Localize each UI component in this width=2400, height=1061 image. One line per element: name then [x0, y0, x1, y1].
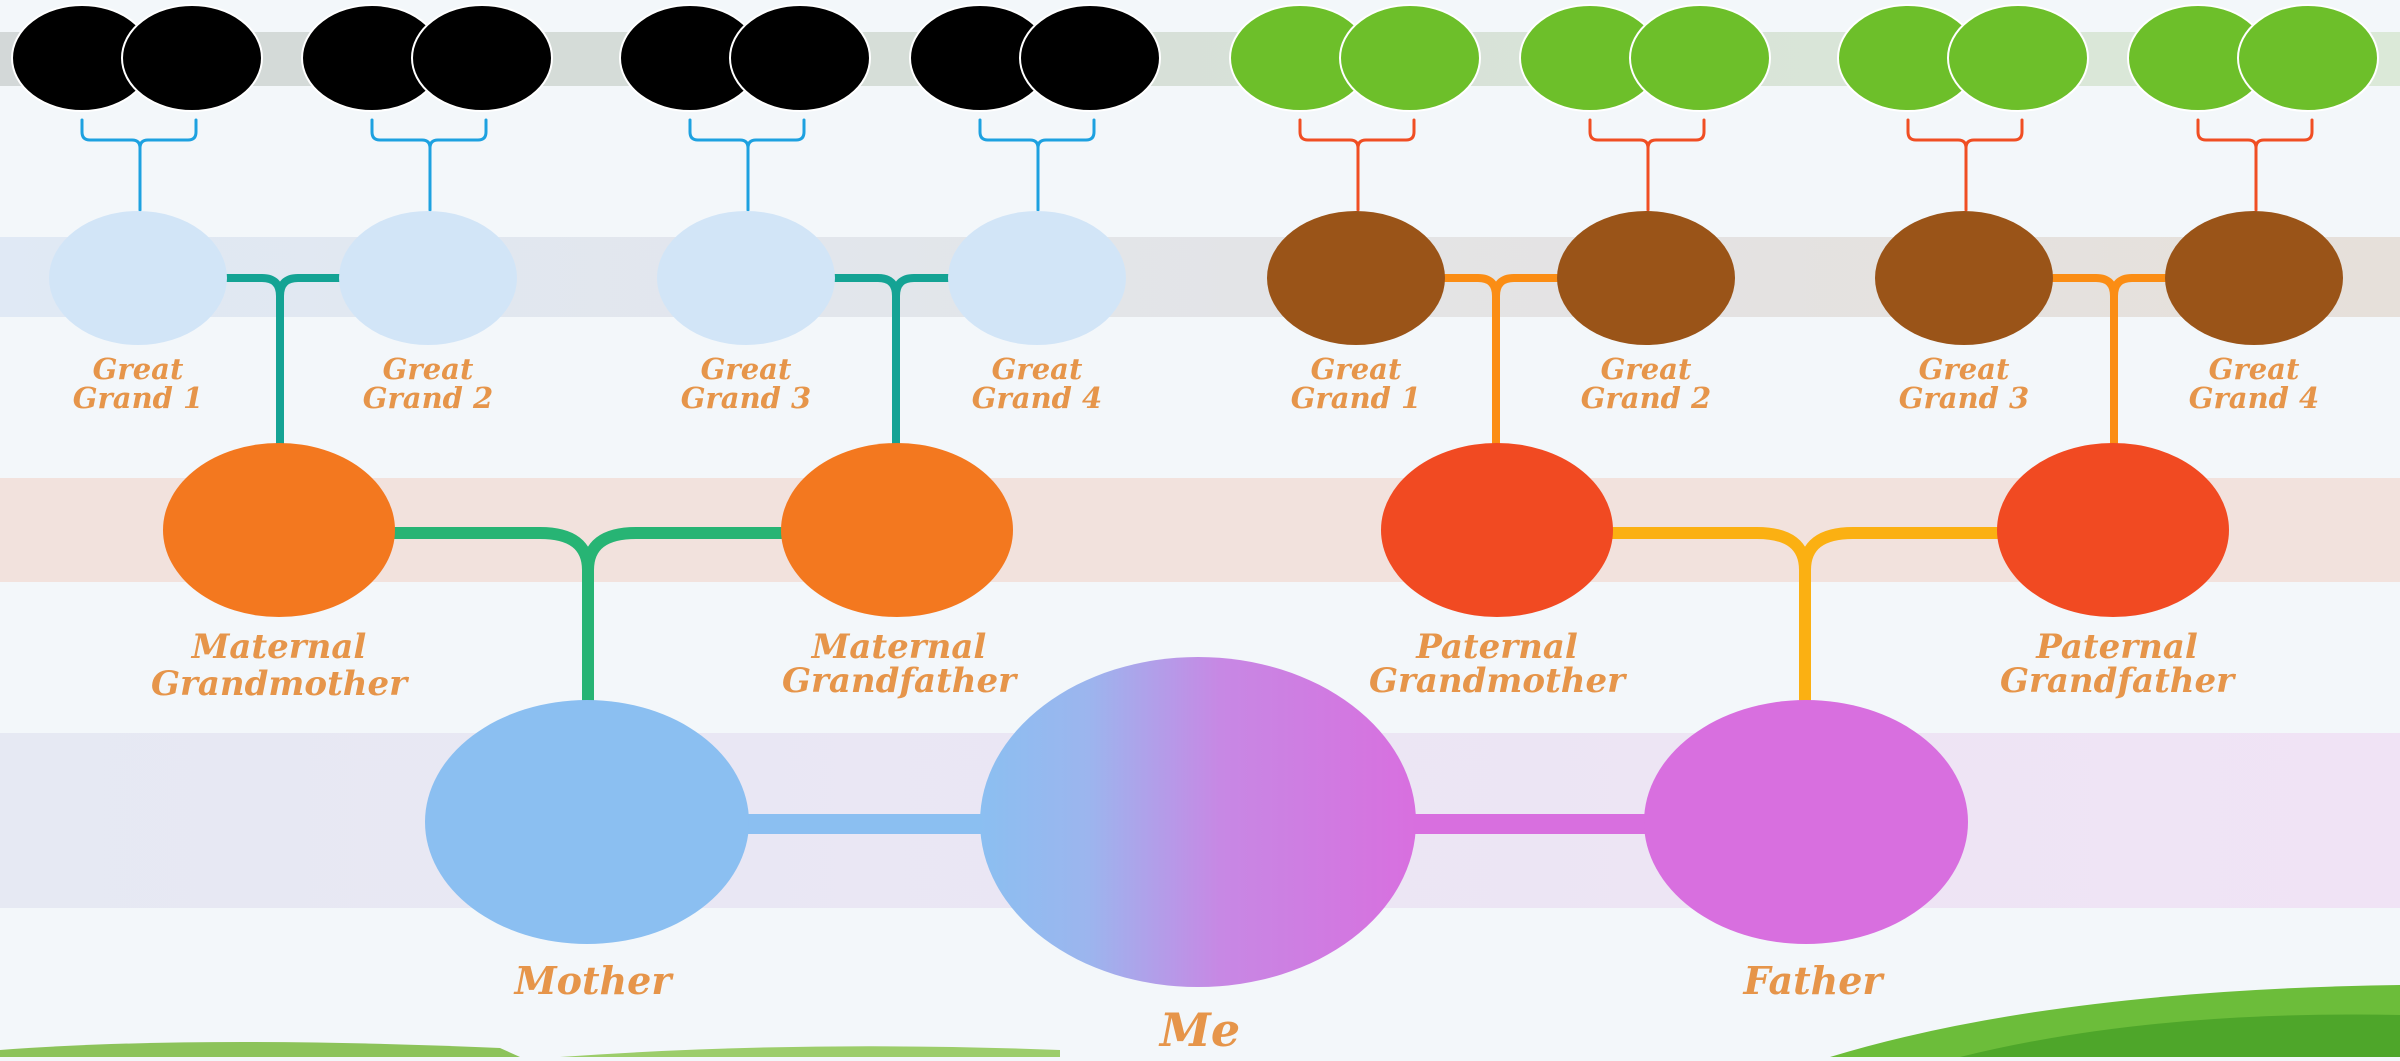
paternal-great-grand-2-node[interactable]	[1557, 211, 1735, 345]
maternal-great-grand-2-line1: Great	[382, 352, 474, 386]
maternal-great-grand-3-line2: Grand 3	[680, 381, 812, 415]
maternal-grandfather-node[interactable]	[781, 443, 1013, 617]
maternal-great-grand-3-node[interactable]	[657, 211, 835, 345]
maternal-great-grand-2-label: Great Grand 2	[328, 355, 528, 413]
paternal-grandfather-line1: Paternal	[2036, 627, 2198, 667]
paternal-grandfather-label: Paternal Grandfather	[1967, 630, 2267, 698]
paternal-ancestor-node-8[interactable]	[2237, 4, 2379, 112]
maternal-grandfather-line1: Maternal	[811, 627, 987, 667]
maternal-great-connectors	[221, 274, 954, 452]
mother-node[interactable]	[425, 700, 749, 944]
maternal-great-grand-4-line1: Great	[991, 352, 1083, 386]
paternal-grandmother-line1: Paternal	[1416, 627, 1578, 667]
me-label: Me	[1159, 1003, 1241, 1057]
maternal-great-grand-3-line1: Great	[700, 352, 792, 386]
paternal-great-grand-1-label: Great Grand 1	[1256, 355, 1456, 413]
maternal-grandmother-label: Maternal Grandmother	[129, 630, 429, 701]
maternal-ancestor-node-4[interactable]	[411, 4, 553, 112]
grass-decoration-middle	[560, 1046, 1060, 1057]
me-node[interactable]	[980, 657, 1416, 987]
maternal-ancestor-node-8[interactable]	[1019, 4, 1161, 112]
maternal-great-grand-1-node[interactable]	[49, 211, 227, 345]
paternal-great-grand-2-line2: Grand 2	[1580, 381, 1712, 415]
maternal-grandmother-node[interactable]	[163, 443, 395, 617]
paternal-grandmother-label: Paternal Grandmother	[1347, 630, 1647, 698]
paternal-ancestor-node-6[interactable]	[1947, 4, 2089, 112]
paternal-great-grand-2-line1: Great	[1600, 352, 1692, 386]
father-node[interactable]	[1644, 700, 1968, 944]
paternal-great-grand-4-line1: Great	[2208, 352, 2300, 386]
paternal-grandmother-node[interactable]	[1381, 443, 1613, 617]
paternal-great-grand-3-node[interactable]	[1875, 211, 2053, 345]
paternal-great-grand-1-line2: Grand 1	[1290, 381, 1422, 415]
paternal-grandfather-node[interactable]	[1997, 443, 2229, 617]
paternal-top-connectors	[1298, 118, 2314, 212]
paternal-great-grand-3-line1: Great	[1918, 352, 2010, 386]
paternal-great-grand-4-line2: Grand 4	[2188, 381, 2320, 415]
maternal-great-grand-1-line2: Grand 1	[72, 381, 204, 415]
maternal-great-grand-4-node[interactable]	[948, 211, 1126, 345]
mother-label: Mother	[514, 958, 672, 1003]
father-label: Father	[1743, 958, 1883, 1003]
maternal-top-connectors	[80, 118, 1096, 212]
maternal-ancestor-nodes	[11, 4, 1161, 112]
maternal-great-grand-4-label: Great Grand 4	[937, 355, 1137, 413]
father-me-connector	[1410, 814, 1660, 834]
paternal-great-grand-1-line1: Great	[1310, 352, 1402, 386]
maternal-great-grand-2-line2: Grand 2	[362, 381, 494, 415]
paternal-great-grand-4-label: Great Grand 4	[2154, 355, 2354, 413]
maternal-grandmother-line2: Grandmother	[150, 664, 408, 704]
maternal-ancestor-node-6[interactable]	[729, 4, 871, 112]
grass-decoration-right-shade	[1960, 1014, 2400, 1057]
paternal-great-connectors	[1441, 274, 2172, 452]
maternal-grandparent-connector	[386, 527, 791, 711]
mother-me-connector	[740, 814, 990, 834]
maternal-great-grand-4-line2: Grand 4	[971, 381, 1103, 415]
paternal-ancestor-node-4[interactable]	[1629, 4, 1771, 112]
grass-decoration-left	[0, 1041, 520, 1057]
paternal-ancestor-node-2[interactable]	[1339, 4, 1481, 112]
paternal-great-grand-3-line2: Grand 3	[1898, 381, 2030, 415]
paternal-great-grand-4-node[interactable]	[2165, 211, 2343, 345]
paternal-grandmother-line2: Grandmother	[1368, 661, 1626, 701]
paternal-grandfather-line2: Grandfather	[1999, 661, 2235, 701]
maternal-ancestor-node-2[interactable]	[121, 4, 263, 112]
maternal-grandmother-line1: Maternal	[191, 627, 367, 667]
maternal-grandfather-line2: Grandfather	[781, 661, 1017, 701]
maternal-grandfather-label: Maternal Grandfather	[749, 630, 1049, 698]
paternal-grandparent-connector	[1602, 527, 2008, 711]
paternal-great-grand-1-node[interactable]	[1267, 211, 1445, 345]
paternal-great-grand-3-label: Great Grand 3	[1864, 355, 2064, 413]
maternal-great-grand-3-label: Great Grand 3	[646, 355, 846, 413]
maternal-great-grand-1-label: Great Grand 1	[38, 355, 238, 413]
paternal-ancestor-nodes	[1229, 4, 2379, 112]
maternal-great-grand-2-node[interactable]	[339, 211, 517, 345]
paternal-great-grand-2-label: Great Grand 2	[1546, 355, 1746, 413]
maternal-great-grand-1-line1: Great	[92, 352, 184, 386]
